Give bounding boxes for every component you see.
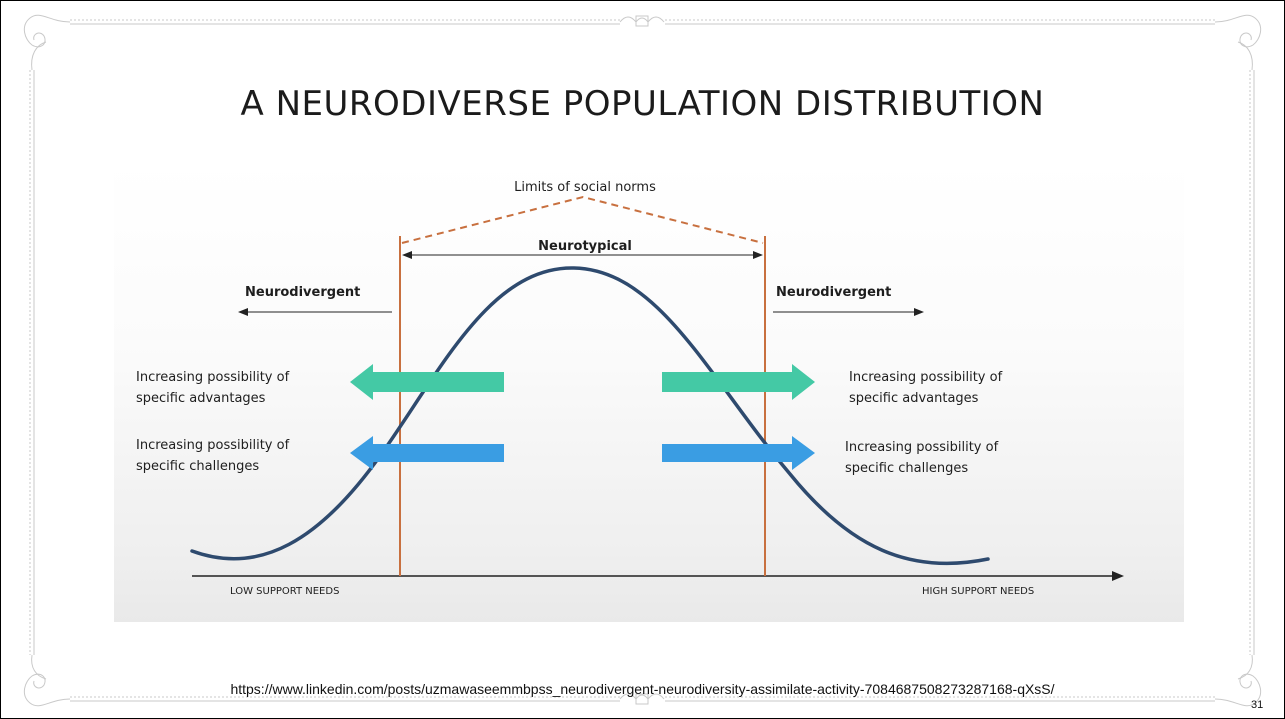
advantages-right-line-1: Increasing possibility of [849,370,1003,385]
social-norms-dashed-line [401,195,764,244]
neurodivergent-right-arrowhead [914,308,924,316]
neurodivergent-right-label: Neurodivergent [776,285,892,300]
advantages-right-text: Increasing possibility of specific advan… [849,367,1002,409]
neurodivergent-left-arrowhead [238,308,248,316]
advantages-right-line-2: specific advantages [849,391,979,406]
challenges-left-line-2: specific challenges [136,459,260,474]
challenges-left-line-1: Increasing possibility of [136,438,290,453]
challenges-left-arrow [350,436,504,470]
source-url: https://www.linkedin.com/posts/uzmawasee… [230,681,1055,697]
advantages-left-text: Increasing possibility of specific advan… [136,367,289,409]
limits-of-social-norms-label: Limits of social norms [514,180,656,195]
distribution-curve [190,266,990,566]
challenges-right-arrow [662,436,815,470]
neurotypical-arrow-left [402,251,412,259]
advantages-left-line-1: Increasing possibility of [136,370,290,385]
high-support-needs-label: HIGH SUPPORT NEEDS [922,586,1035,597]
advantages-left-arrow [350,364,504,400]
neurotypical-arrow-right [753,251,763,259]
neurotypical-label: Neurotypical [538,239,632,254]
page-number: 31 [1251,699,1264,711]
neurodivergent-left-label: Neurodivergent [245,285,361,300]
diagram-panel [114,160,1184,622]
axis-arrowhead [1112,571,1124,581]
challenges-left-text: Increasing possibility of specific chall… [136,435,289,477]
challenges-right-text: Increasing possibility of specific chall… [845,437,998,479]
challenges-right-line-2: specific challenges [845,461,969,476]
low-support-needs-label: LOW SUPPORT NEEDS [230,586,340,597]
advantages-right-arrow [662,364,815,400]
advantages-left-line-2: specific advantages [136,391,266,406]
slide-title: A NEURODIVERSE POPULATION DISTRIBUTION [240,84,1045,124]
challenges-right-line-1: Increasing possibility of [845,440,999,455]
